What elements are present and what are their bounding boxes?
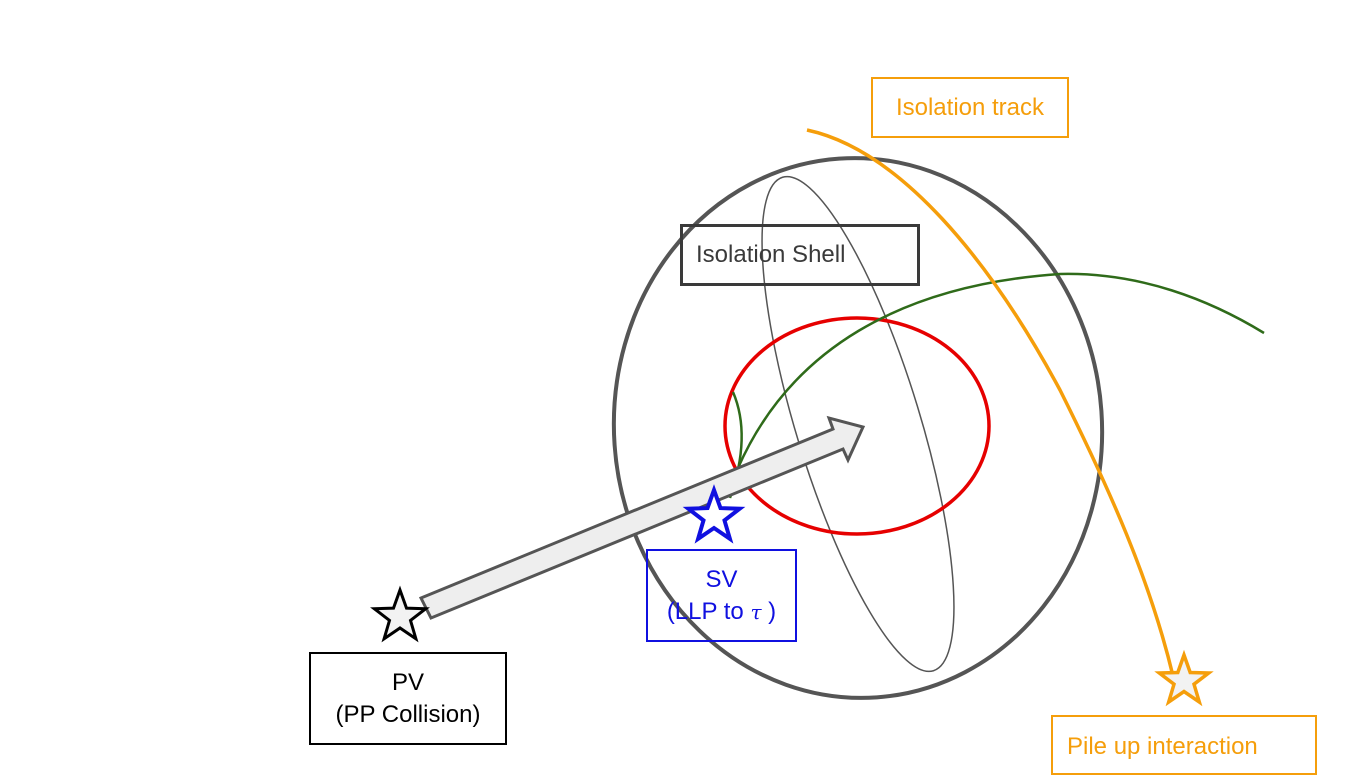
pv-subtitle: (PP Collision)	[335, 700, 481, 728]
momentum-arrow	[418, 415, 866, 620]
isolation-track-label: Isolation track	[871, 77, 1069, 138]
isolation-track-text: Isolation track	[895, 93, 1045, 121]
pv-title: PV	[391, 668, 424, 696]
isolation-shell-text: Isolation Shell	[696, 241, 846, 268]
sv-star-icon	[682, 484, 746, 544]
pileup-label: Pile up interaction	[1051, 715, 1317, 775]
pv-star-icon	[370, 585, 430, 643]
pileup-text: Pile up interaction	[1067, 733, 1258, 760]
sv-label: SV (LLP to τ )	[646, 549, 797, 642]
sv-title: SV	[705, 565, 738, 593]
isolation-track-curve	[806, 128, 1175, 677]
tau-symbol: τ	[750, 599, 762, 624]
isolation-shell-label: Isolation Shell	[680, 224, 920, 286]
sv-subtitle-prefix: (LLP to	[666, 597, 751, 625]
decay-track-long	[736, 272, 1265, 469]
isolation-shell-sphere	[611, 156, 1105, 700]
sv-subtitle: (LLP to τ )	[667, 596, 776, 628]
isolation-cone-circle	[723, 316, 991, 536]
sv-subtitle-suffix: )	[761, 597, 777, 625]
pileup-star-icon	[1154, 649, 1214, 707]
pv-label: PV (PP Collision)	[309, 652, 507, 745]
